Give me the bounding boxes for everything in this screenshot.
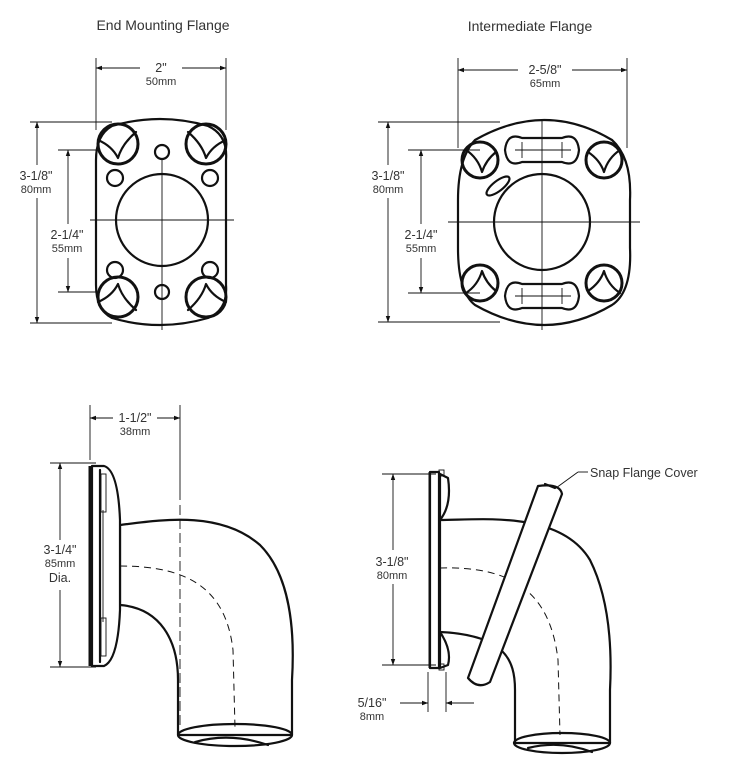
intermediate-flange-centerlines [448, 120, 640, 330]
side-height-metric: 80mm [377, 570, 408, 582]
end-spacing-dimension: 2-1/4" 55mm [51, 149, 100, 293]
projection-dimension: 1-1/2" 38mm [89, 405, 181, 500]
cover-offset-imperial: 5/16" [358, 696, 387, 710]
end-width-metric: 50mm [146, 76, 177, 88]
int-height-dimension: 3-1/8" 80mm [372, 121, 500, 323]
intermediate-flange-plate [456, 119, 632, 326]
end-height-imperial: 3-1/8" [20, 169, 53, 183]
int-spacing-imperial: 2-1/4" [405, 228, 438, 242]
end-flange-plate [94, 117, 228, 327]
end-side-view [88, 464, 294, 748]
side-height-imperial: 3-1/8" [376, 555, 409, 569]
int-width-imperial: 2-5/8" [529, 63, 562, 77]
end-height-dimension: 3-1/8" 80mm [20, 121, 112, 324]
int-height-metric: 80mm [373, 184, 404, 196]
diameter-note: Dia. [49, 571, 71, 585]
side-height-dimension: 3-1/8" 80mm [376, 473, 436, 666]
int-width-dimension: 2-5/8" 65mm [457, 58, 628, 148]
intermediate-side-view [428, 469, 612, 755]
diameter-dimension: 3-1/4" 85mm Dia. [44, 462, 96, 668]
intermediate-flange-title: Intermediate Flange [468, 18, 593, 34]
projection-metric: 38mm [120, 426, 151, 438]
end-spacing-imperial: 2-1/4" [51, 228, 84, 242]
diameter-metric: 85mm [45, 558, 76, 570]
diameter-imperial: 3-1/4" [44, 543, 77, 557]
cover-offset-metric: 8mm [360, 711, 384, 723]
end-flange-title: End Mounting Flange [96, 17, 229, 33]
end-width-dimension: 2" 50mm [95, 58, 227, 130]
end-flange-centerlines [90, 160, 234, 330]
snap-cover-label: Snap Flange Cover [590, 466, 698, 480]
end-spacing-metric: 55mm [52, 243, 83, 255]
int-spacing-dimension: 2-1/4" 55mm [405, 149, 480, 294]
snap-cover-callout: Snap Flange Cover [555, 466, 698, 489]
int-height-imperial: 3-1/8" [372, 169, 405, 183]
end-height-metric: 80mm [21, 184, 52, 196]
int-width-metric: 65mm [530, 78, 561, 90]
projection-imperial: 1-1/2" [119, 411, 152, 425]
cover-offset-dimension: 5/16" 8mm [358, 672, 474, 723]
end-width-imperial: 2" [155, 61, 166, 75]
int-spacing-metric: 55mm [406, 243, 437, 255]
